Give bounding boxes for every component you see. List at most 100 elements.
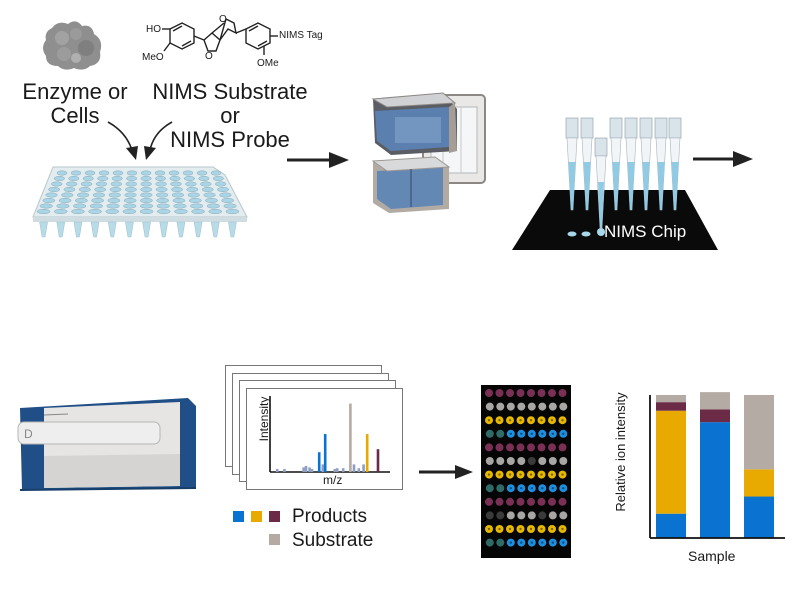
ms-image-spot-yellow (506, 470, 514, 479)
ms-image-spot-purple (485, 497, 493, 506)
arrow-right-2 (693, 151, 753, 167)
ms-image-spot-yellow (527, 525, 535, 533)
ms-image-spot-center (508, 527, 512, 531)
sample-spot (567, 231, 577, 237)
plate-well (112, 170, 124, 176)
ms-image-spot-yellow (558, 470, 567, 479)
plate-well (182, 170, 194, 176)
ms-image-spot-blue (559, 429, 568, 438)
enzyme-label-line1: Enzyme or (22, 79, 128, 104)
ms-image-spot-center (540, 419, 543, 422)
nims-chip-label: NIMS Chip (604, 222, 687, 241)
plate-well (123, 203, 137, 209)
arrow-right-1 (287, 152, 349, 168)
substrate-label: NIMS Substrate or NIMS Probe (145, 80, 315, 152)
ms-image-spot-yellow (558, 416, 567, 425)
plate-well (53, 176, 65, 181)
plate-well-tip (56, 221, 66, 238)
plate-well (140, 181, 152, 187)
ms-image-spot-center (519, 419, 522, 422)
ms-image-spot-blue (538, 429, 547, 438)
curved-arrow-right-head (144, 146, 156, 160)
spectrum-peak-product-purple (376, 449, 380, 472)
plate-well (206, 203, 220, 209)
ms-image-spot-yellow (506, 416, 514, 425)
ms-image-spot-purple (558, 389, 567, 397)
legend-products-label: Products (292, 506, 367, 527)
plate-well-tip (73, 221, 83, 238)
ms-image-spot-teal (496, 429, 505, 438)
enzyme-label-line2: Cells (50, 103, 100, 128)
ms-image-spot-purple (495, 389, 504, 397)
plate-well (154, 170, 166, 176)
plate-well (125, 181, 137, 187)
ms-image-spot-gray (517, 402, 526, 411)
chart-xlabel: Sample (688, 548, 736, 564)
ms-image-spot-teal (496, 484, 505, 493)
legend-swatch-substrate (269, 534, 280, 545)
plate-well (70, 170, 82, 176)
legend-swatch-purple (269, 511, 280, 522)
ms-image-spot-purple (485, 389, 493, 397)
bar-segment-product-blue (656, 513, 686, 538)
bar-segment-substrate (656, 395, 686, 403)
spectrum-peak-product-blue (323, 434, 327, 472)
ms-image-spot-center (550, 527, 554, 531)
ms-image (481, 385, 571, 558)
ms-image-spot-gray (548, 457, 557, 465)
bar-segment-product-yellow (744, 469, 774, 497)
chart-ylabel-text: Relative ion intensity (613, 392, 628, 512)
molecule-ome-label: OMe (257, 58, 279, 69)
ms-image-spot-gray (485, 457, 494, 465)
ms-image-spot-purple (516, 389, 525, 397)
ms-image-spot-center (520, 487, 523, 490)
spectrum-peak-background (352, 464, 356, 472)
plate-well (185, 181, 197, 187)
bar-segment-substrate (744, 395, 774, 470)
bar-segment-product-blue (744, 496, 774, 538)
ms-image-spot-purple (527, 443, 535, 452)
ms-image-spot-center (530, 541, 533, 544)
plate-well (51, 181, 63, 187)
ms-image-spot-blue (517, 538, 526, 547)
ms-image-spot-center (550, 473, 554, 476)
plate-well (110, 181, 123, 187)
ms-image-spot-yellow (485, 416, 493, 425)
spectrum-peak-background (357, 468, 361, 472)
plate-well (221, 198, 235, 203)
ms-image-spot-blue (548, 429, 557, 438)
plate-skirt (33, 217, 247, 222)
plate-well (42, 198, 56, 203)
plate-well (198, 176, 210, 181)
plate-well (171, 187, 183, 192)
plate-well (225, 209, 240, 214)
plate-well (88, 209, 102, 214)
pipette-liquid (598, 182, 604, 228)
ms-image-spot-center (540, 473, 543, 476)
ms-image-spot-center (562, 432, 565, 435)
plate-well (82, 176, 94, 181)
ms-image-spot-purple (548, 443, 556, 452)
plate-well (223, 203, 237, 209)
ms-image-spot-purple (558, 443, 567, 452)
legend-swatch-yellow (251, 511, 262, 522)
plate-well (109, 187, 122, 192)
plate-well (169, 176, 181, 181)
ms-image-spot-blue (506, 538, 515, 547)
pipette-liquid (612, 162, 620, 210)
ms-image-spot-center (487, 473, 491, 476)
ms-image-spot-yellow (495, 416, 504, 425)
ms-image-spot-blue (538, 484, 547, 493)
ms-image-spot-teal (485, 484, 494, 493)
plate-well (98, 170, 110, 176)
plate-well (171, 192, 185, 198)
plate-well (63, 187, 76, 192)
plate-well (68, 176, 80, 181)
curved-arrows (107, 121, 173, 160)
plate-well (139, 209, 154, 214)
plate-well (200, 181, 212, 187)
ms-image-spot-gray (538, 402, 547, 411)
plate-well-tip (90, 221, 100, 238)
plate-well-tip (210, 221, 220, 238)
plate-well (203, 192, 216, 198)
